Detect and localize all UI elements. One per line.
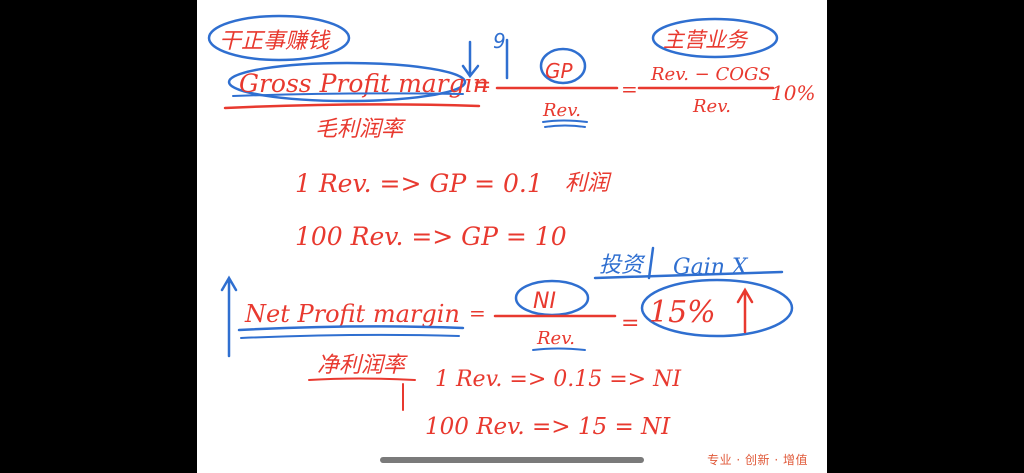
circle-zhuanqian bbox=[207, 14, 351, 62]
handwriting-layer: 干正事赚钱 Gross Profit margin 毛利润率 9 = GP Re… bbox=[207, 14, 815, 440]
text-main-business: 主营业务 bbox=[663, 28, 749, 52]
arrow-up-red bbox=[736, 287, 754, 334]
underline-rev-net bbox=[532, 347, 586, 351]
text-fifteen-percent: 15% bbox=[649, 295, 716, 330]
underline-gross-1 bbox=[223, 103, 481, 110]
whiteboard-page: 干正事赚钱 Gross Profit margin 毛利润率 9 = GP Re… bbox=[197, 0, 827, 473]
text-net-margin: Net Profit margin bbox=[244, 300, 460, 328]
text-net-margin-cn: 净利润率 bbox=[317, 353, 408, 378]
text-line3: 1 Rev. => 0.15 => NI bbox=[435, 367, 682, 392]
text-ten-percent: 10% bbox=[771, 81, 815, 105]
text-rev-1: Rev. bbox=[542, 100, 581, 121]
text-ni: NI bbox=[533, 289, 556, 314]
circle-gp bbox=[539, 47, 587, 85]
text-top-circle-label: 干正事赚钱 bbox=[219, 29, 331, 54]
text-line4: 100 Rev. => 15 = NI bbox=[425, 414, 671, 440]
text-eq-3: = bbox=[469, 301, 486, 325]
arrow-left-up bbox=[220, 275, 238, 358]
home-indicator-bar[interactable] bbox=[380, 457, 644, 463]
underline-investment bbox=[593, 270, 784, 280]
divider-slash bbox=[647, 246, 655, 280]
underline-gross-2 bbox=[232, 92, 464, 97]
arrow-down bbox=[461, 40, 480, 79]
text-gross-margin-cn: 毛利润率 bbox=[315, 117, 406, 142]
circle-fifteen bbox=[640, 278, 794, 338]
text-line1: 1 Rev. => GP = 0.1 bbox=[295, 169, 543, 198]
underline-net-2 bbox=[240, 333, 460, 339]
text-rev-net: Rev. bbox=[536, 328, 575, 349]
text-arrow-q: 9 bbox=[493, 29, 506, 53]
text-eq-2: = bbox=[621, 77, 638, 101]
text-investment: 投资 bbox=[599, 253, 646, 278]
underline-net-cn bbox=[308, 377, 416, 381]
text-eq-4: = bbox=[621, 311, 639, 336]
text-gp: GP bbox=[545, 59, 573, 83]
underline-net-1 bbox=[237, 325, 465, 332]
underline-rev-1 bbox=[542, 119, 588, 128]
text-eq-1: = bbox=[473, 73, 491, 98]
circle-main-business bbox=[651, 17, 779, 59]
text-rev-denominator: Rev. bbox=[692, 96, 731, 117]
text-line1-cn: 利润 bbox=[565, 171, 612, 196]
text-line2: 100 Rev. => GP = 10 bbox=[295, 222, 567, 251]
circle-gross-margin bbox=[227, 61, 467, 103]
text-rev-minus-cogs: Rev. − COGS bbox=[650, 64, 771, 85]
watermark-text: 专业 · 创新 · 增值 bbox=[707, 453, 808, 467]
